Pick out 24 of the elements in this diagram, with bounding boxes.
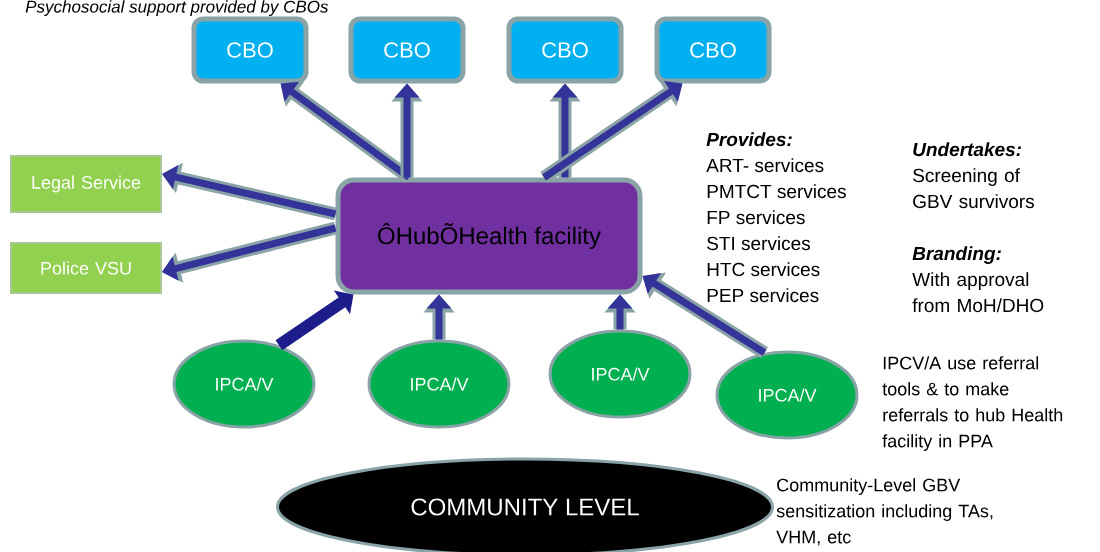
cbo-box: CBO bbox=[654, 16, 772, 84]
cbo-box: CBO bbox=[506, 16, 624, 84]
section-heading: Branding: bbox=[912, 246, 1001, 264]
arrow bbox=[275, 290, 354, 351]
side-note: Community-Level GBV sensitization including TAs, VHM, etc bbox=[776, 478, 993, 546]
service-box: Legal Service bbox=[10, 155, 162, 213]
list-item: FP services bbox=[707, 210, 805, 225]
section-heading: Provides: bbox=[706, 132, 792, 147]
hub-box: ÔHubÕHealth facility bbox=[335, 177, 643, 295]
list-item: HTC services bbox=[707, 262, 820, 277]
list-item: STI services bbox=[707, 236, 810, 251]
side-note: IPCV/A use referral tools & to make referrals to hub Health facility in PPA bbox=[882, 356, 1063, 451]
cbo-box: CBO bbox=[348, 16, 466, 84]
service-box: Police VSU bbox=[10, 242, 162, 294]
cbo-box: CBO bbox=[191, 16, 309, 84]
arrow bbox=[540, 80, 683, 183]
note-text: With approval from MoH/DHO bbox=[912, 272, 1044, 313]
list-item: PMTCT services bbox=[707, 184, 846, 199]
caption-text: Psychosocial support provided by CBOs bbox=[25, 0, 329, 17]
note-text: Screening of GBV survivors bbox=[913, 168, 1034, 209]
section-heading: Undertakes: bbox=[913, 142, 1022, 157]
list-item: ART- services bbox=[706, 158, 824, 173]
list-item: PEP services bbox=[707, 288, 819, 303]
arrow bbox=[162, 221, 338, 283]
